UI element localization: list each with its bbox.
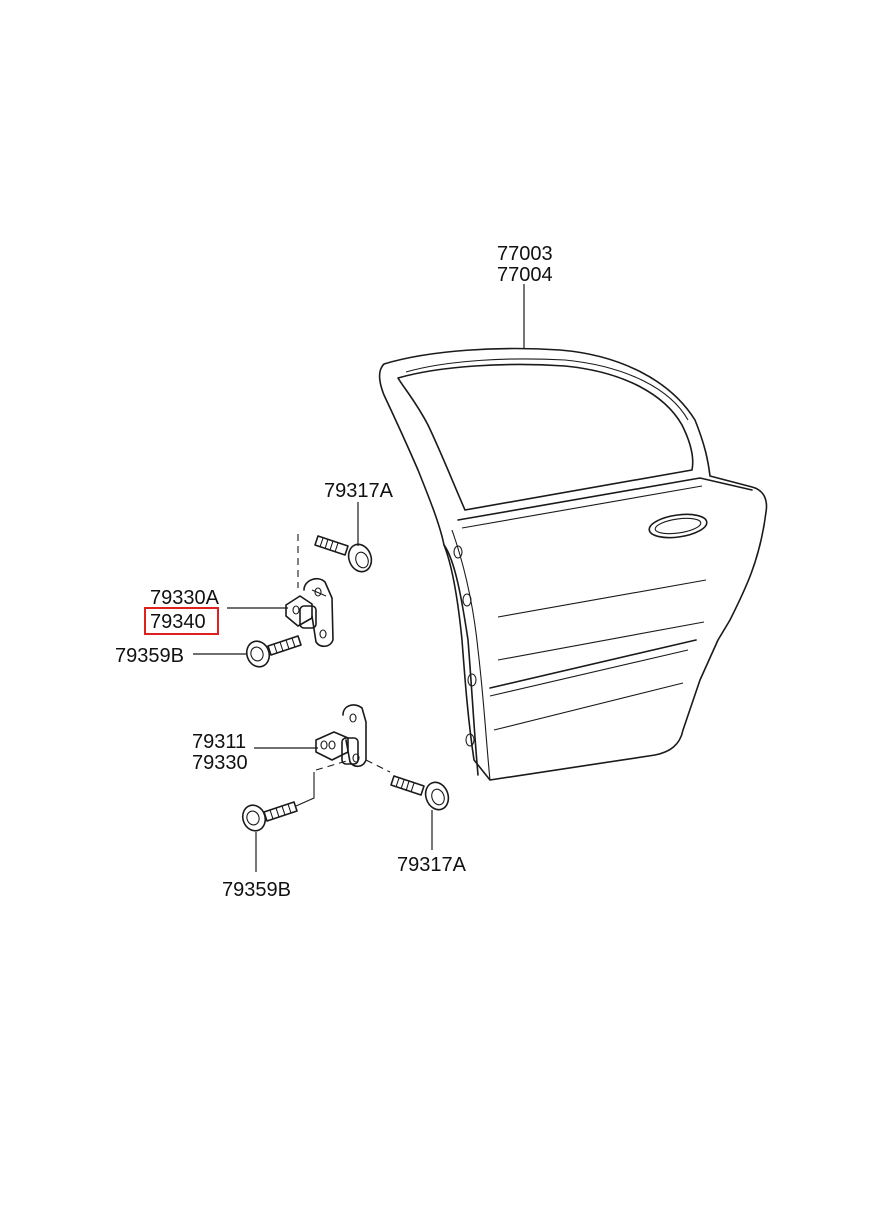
upper-hinge-bolt-79317a (314, 535, 373, 573)
label-79317a-upper[interactable]: 79317A (324, 480, 394, 502)
lower-hinge-bolt-79359b (241, 801, 298, 832)
label-79317a-lower[interactable]: 79317A (397, 854, 467, 876)
label-79330a[interactable]: 79330A (150, 587, 220, 609)
label-79359b-lower[interactable]: 79359B (222, 879, 291, 901)
lower-hinge-dashed-axis-2 (365, 759, 391, 773)
label-79340[interactable]: 79340 (150, 611, 206, 633)
lower-hinge-dashed-axis (315, 759, 351, 771)
rear-door-panel (378, 347, 768, 781)
upper-hinge-79330a (285, 578, 334, 648)
lower-hinge-79311 (315, 704, 367, 768)
label-79311[interactable]: 79311 (192, 731, 246, 753)
label-77003[interactable]: 77003 (497, 243, 553, 265)
label-79359b-upper[interactable]: 79359B (115, 645, 184, 667)
label-79330[interactable]: 79330 (192, 752, 248, 774)
upper-hinge-bolt-79359b (245, 635, 302, 668)
lower-bolt1-axis (295, 772, 315, 807)
lower-hinge-bolt-79317a (390, 775, 450, 811)
highlight-box (144, 607, 219, 635)
label-77004[interactable]: 77004 (497, 264, 553, 286)
